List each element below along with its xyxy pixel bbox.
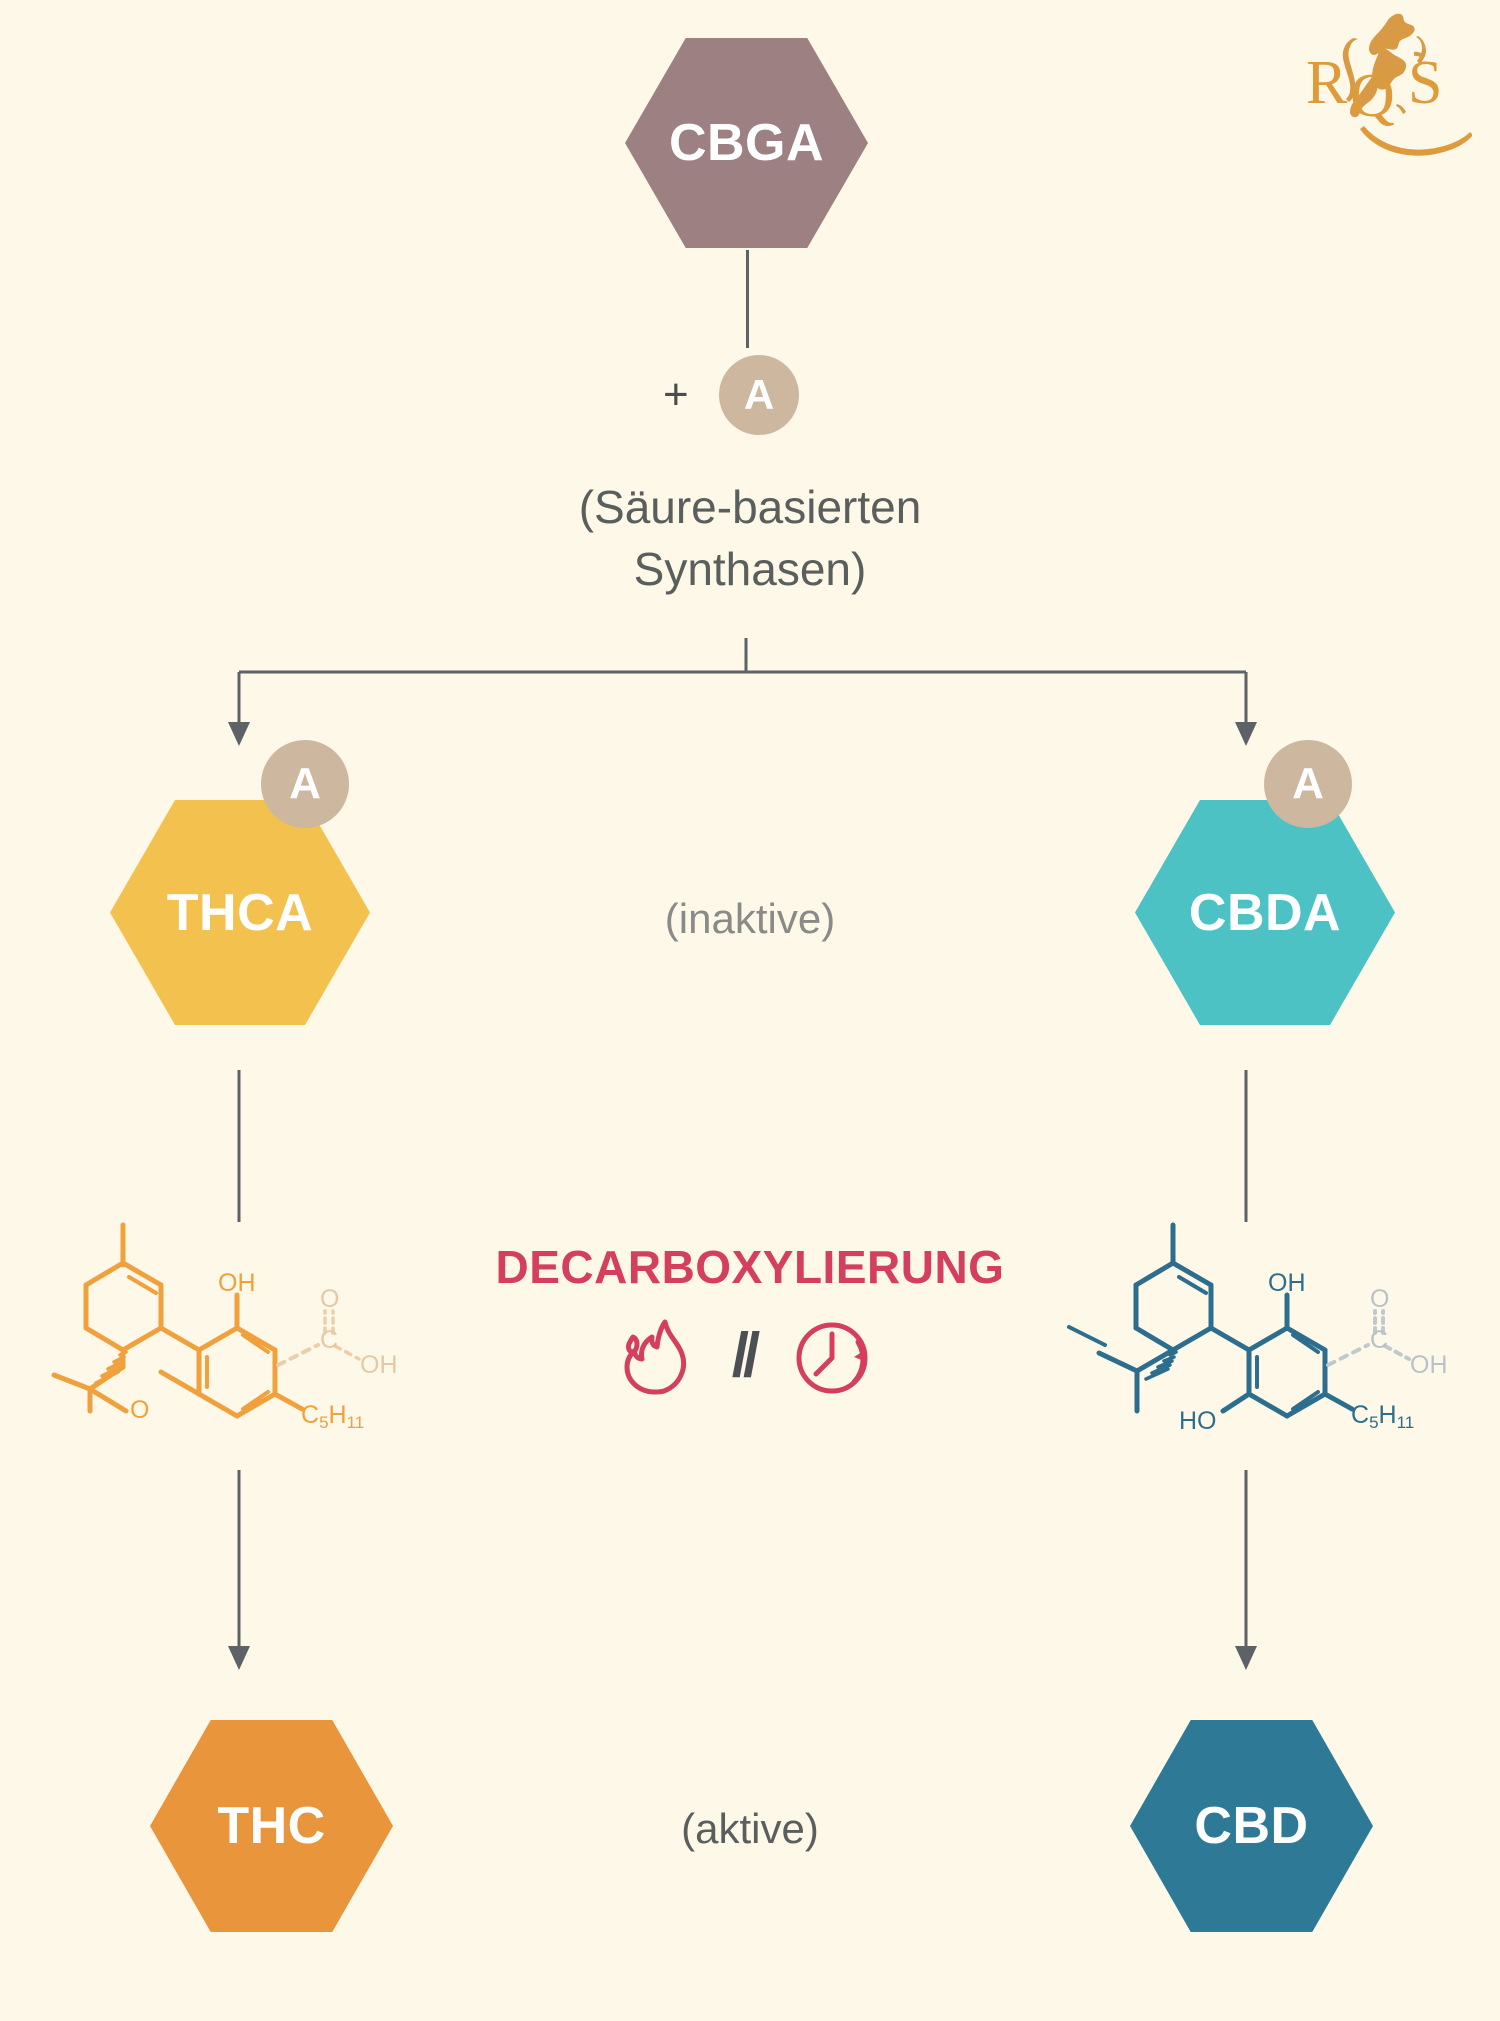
enzyme-caption-line1: (Säure-basierten xyxy=(578,481,922,533)
svg-text:R: R xyxy=(1306,49,1348,117)
thca-label-oh: OH xyxy=(218,1269,256,1297)
thca-label-carbonyl-o: O xyxy=(320,1285,339,1313)
acid-badge-enzyme-label: A xyxy=(743,371,775,418)
svg-text:Q: Q xyxy=(1350,62,1395,130)
acid-badge-cbda-label: A xyxy=(1292,759,1324,808)
acid-badge-cbda: A xyxy=(1264,740,1352,828)
acid-badge-thca: A xyxy=(261,740,349,828)
double-slash-icon: // xyxy=(731,1321,761,1390)
cbda-label-ho-bottom: HO xyxy=(1179,1407,1217,1435)
cbda-label-carboxyl-oh: OH xyxy=(1410,1351,1448,1379)
thca-label-carboxyl-c: C xyxy=(320,1326,338,1354)
thca-label-ring-o: O xyxy=(130,1396,149,1424)
node-cbda-label: CBDA xyxy=(1188,883,1342,942)
svg-text:S: S xyxy=(1408,49,1442,117)
molecule-cbda: OH HO C5H11 O C OH xyxy=(1055,1215,1455,1465)
acid-badge-thca-label: A xyxy=(289,759,321,808)
node-cbd: CBD xyxy=(1130,1720,1373,1932)
enzyme-caption: (Säure-basierten Synthasen) xyxy=(400,476,1100,600)
node-cbd-label: CBD xyxy=(1194,1797,1309,1855)
decarboxylation-icon-row: // xyxy=(400,1310,1100,1410)
node-thc: THC xyxy=(150,1720,393,1932)
cbda-label-carbonyl-o: O xyxy=(1370,1285,1389,1313)
decarboxylation-title: DECARBOXYLIERUNG xyxy=(495,1241,1005,1293)
cbda-label-carboxyl-c: C xyxy=(1370,1326,1388,1354)
inactive-label: (inaktive) xyxy=(664,895,836,942)
node-thca-label: THCA xyxy=(166,883,314,942)
thca-label-carboxyl-oh: OH xyxy=(360,1351,398,1379)
node-cbga-label: CBGA xyxy=(668,114,825,172)
node-cbga: CBGA xyxy=(625,38,868,248)
flame-icon xyxy=(620,1314,694,1407)
node-thc-label: THC xyxy=(217,1797,326,1855)
plus-sign: + xyxy=(663,370,689,419)
cbda-label-oh-top: OH xyxy=(1268,1269,1306,1297)
acid-badge-enzyme: A xyxy=(719,355,799,435)
thca-label-pentyl: C5H11 xyxy=(301,1401,364,1432)
cbda-label-pentyl: C5H11 xyxy=(1351,1401,1414,1432)
clock-icon xyxy=(792,1314,880,1407)
active-label: (aktive) xyxy=(681,1805,819,1852)
node-cbda: CBDA xyxy=(1135,800,1395,1025)
node-thca: THCA xyxy=(110,800,370,1025)
enzyme-caption-line2: Synthasen) xyxy=(633,543,867,596)
connector-cbga-to-enzyme xyxy=(746,250,749,348)
rqs-lion-logo: R Q S xyxy=(1302,8,1473,158)
molecule-thca: OH O C5H11 O C OH xyxy=(30,1215,410,1465)
